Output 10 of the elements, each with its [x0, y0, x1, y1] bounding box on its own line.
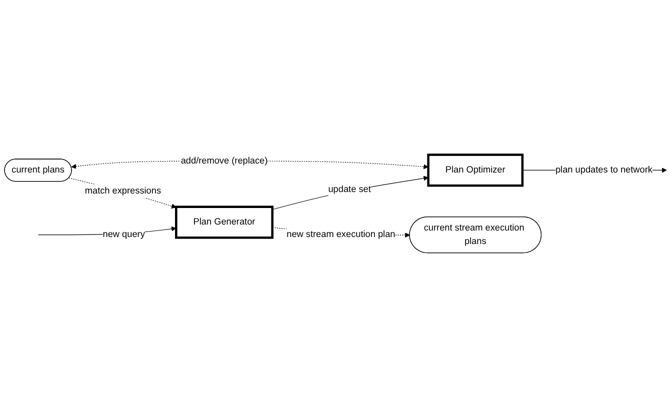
- edge-label: update set: [328, 184, 371, 195]
- edge-label: plan updates to network: [555, 165, 652, 175]
- arrow: [272, 176, 429, 210]
- node-box: Plan Optimizer: [427, 154, 524, 187]
- arrow: [68, 178, 176, 208]
- edge-label: match expressions: [84, 186, 162, 196]
- node-box: Plan Generator: [175, 206, 274, 239]
- edge-label: new query: [102, 230, 145, 240]
- edge-label: new stream execution plan: [286, 230, 396, 240]
- edge-label: add/remove (replace): [180, 156, 268, 166]
